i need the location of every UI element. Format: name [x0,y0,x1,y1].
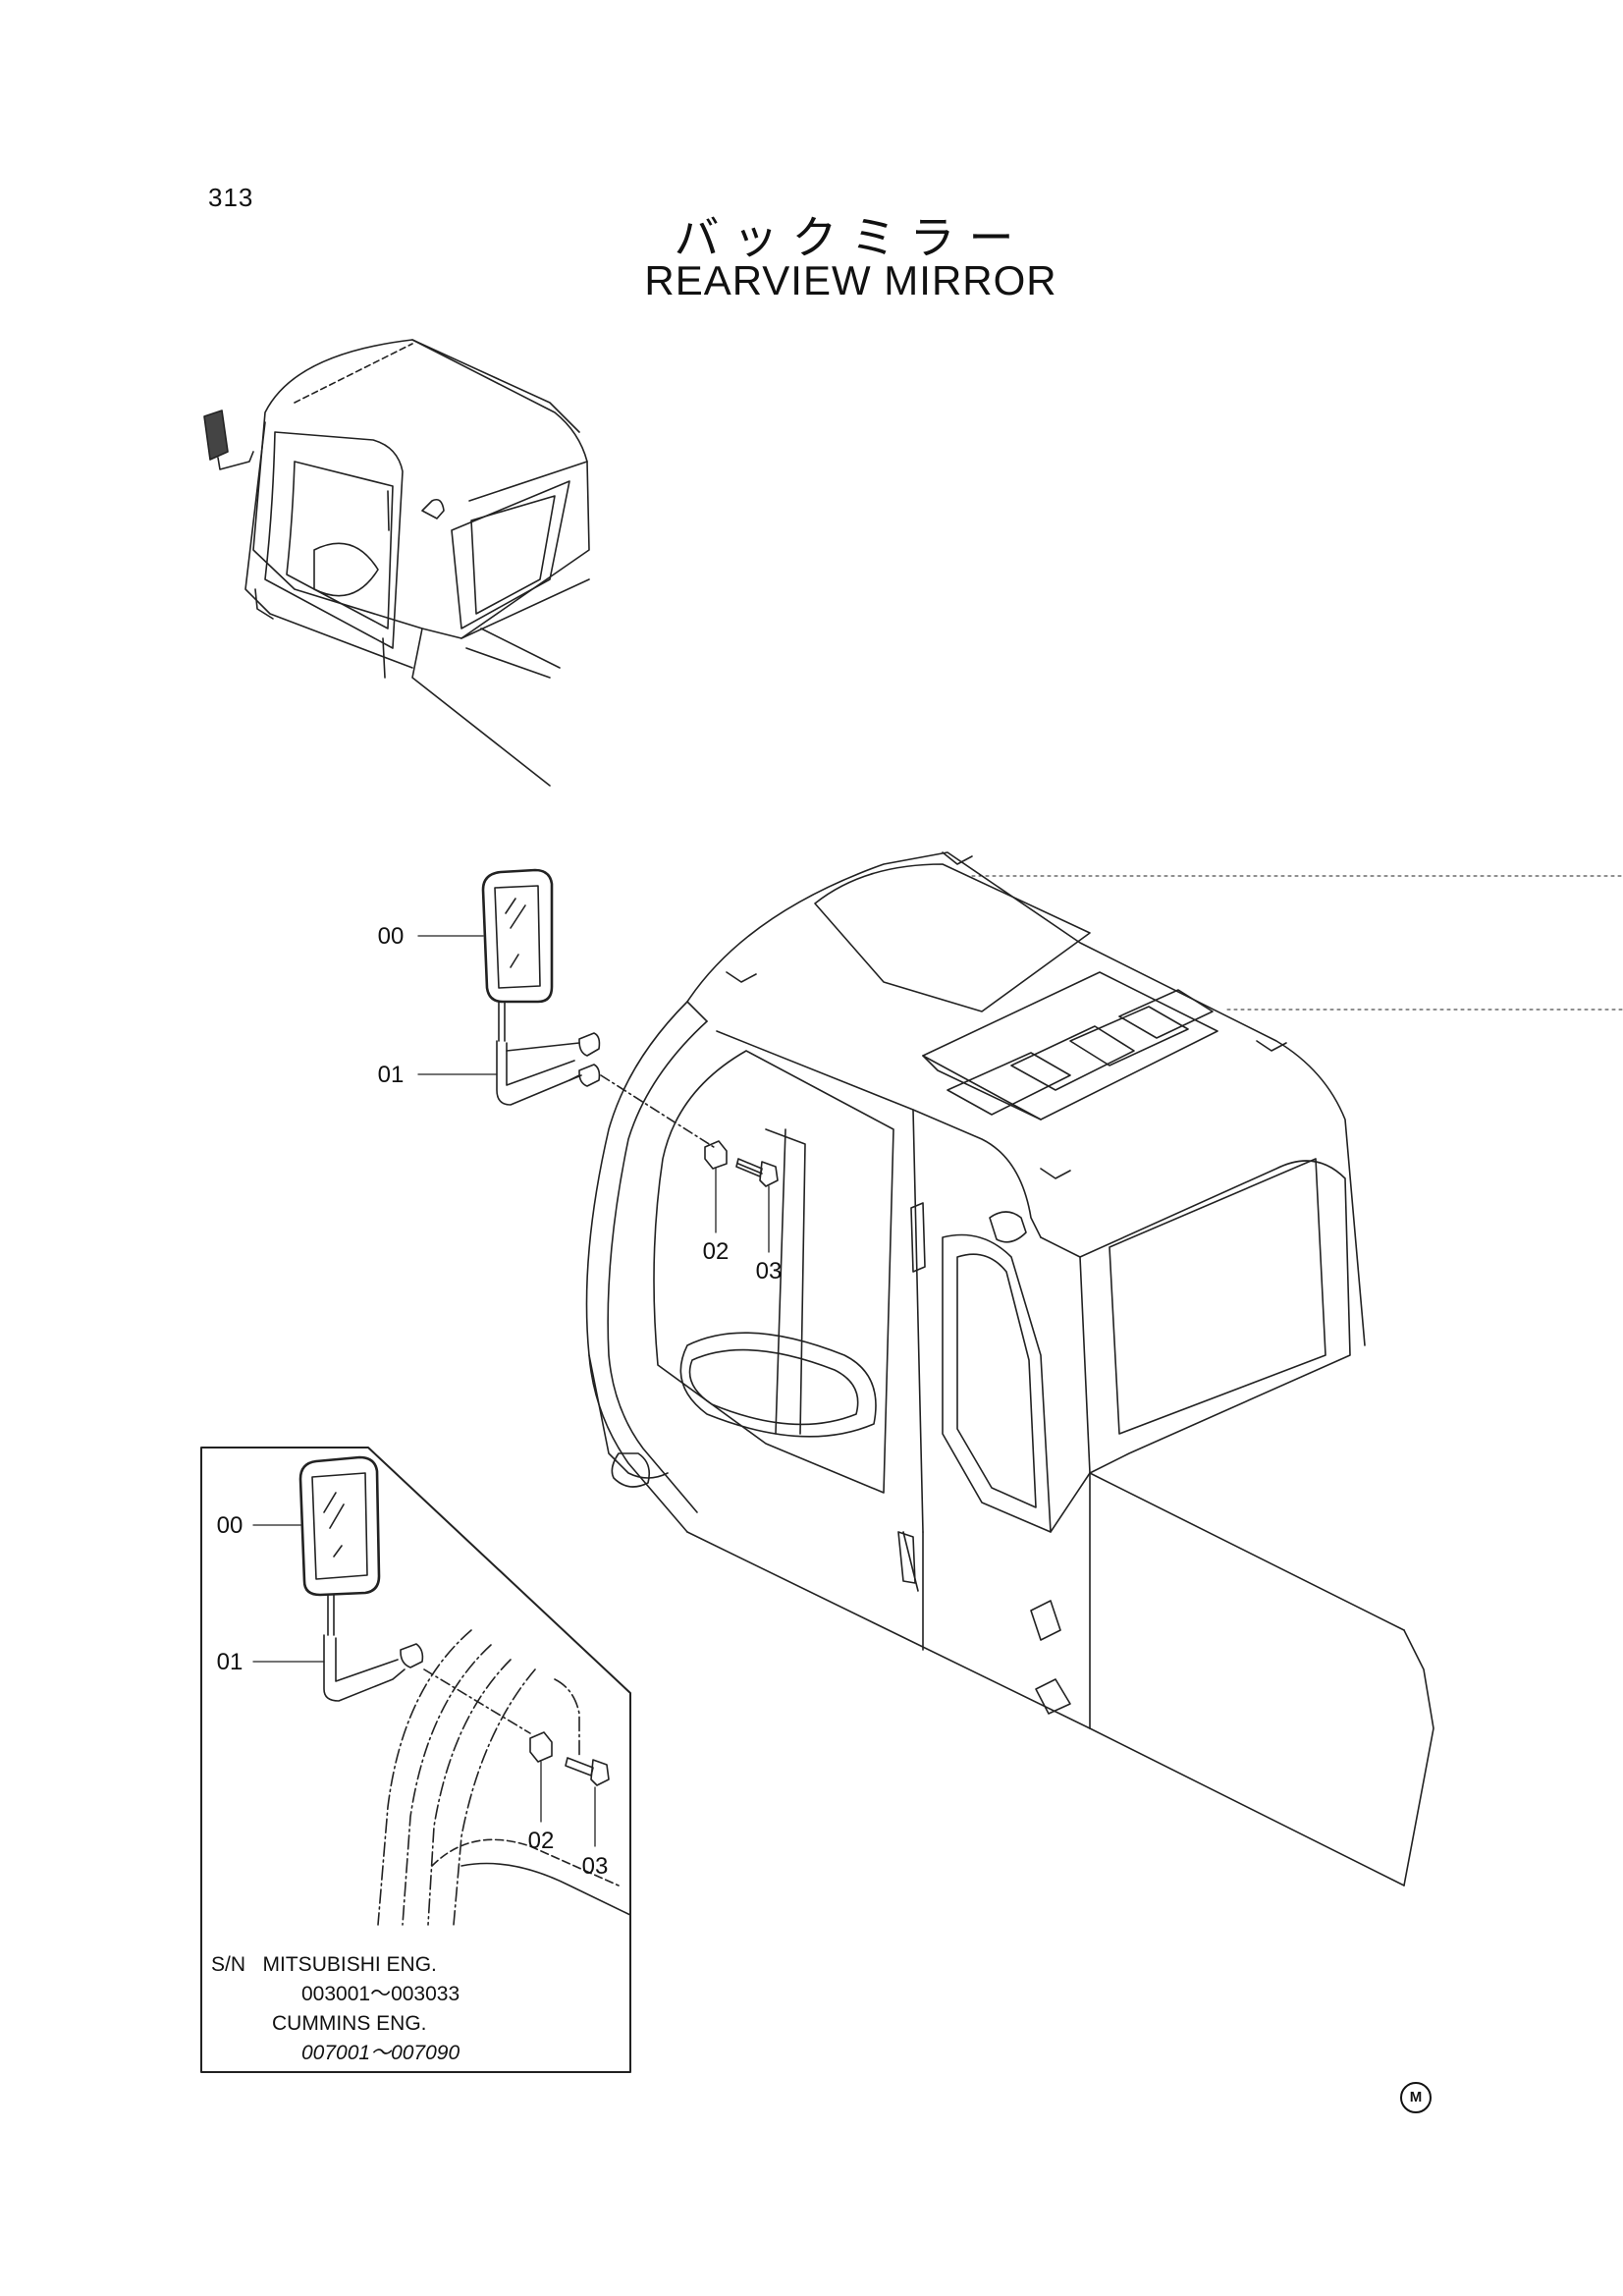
inset-box [200,1447,631,2073]
sn-range-1: 003001～003033 [301,1983,460,2005]
callout-03: 03 [756,1258,783,1285]
inset-callout-03: 03 [582,1853,609,1880]
title-english: REARVIEW MIRROR [644,257,1057,303]
callout-01: 01 [378,1062,405,1088]
sn-engine-1: MITSUBISHI ENG. [262,1953,437,1976]
inset-callout-00: 00 [217,1512,243,1539]
main-mirror-assembly [417,868,779,1253]
inset-callout-01: 01 [217,1649,243,1675]
inset-callout-02: 02 [528,1828,555,1854]
m-mark-icon: M [1400,2082,1432,2113]
overview-cab [203,339,590,787]
sn-engine-2: CUMMINS ENG. [272,2012,427,2035]
main-cab [585,851,1623,1886]
sn-prefix: S/N [211,1953,246,1976]
title-japanese: バックミラー [674,212,1028,263]
callout-02: 02 [703,1238,730,1265]
callout-00: 00 [378,923,405,950]
page-number: 313 [208,183,254,212]
serial-number-note: S/N MITSUBISHI ENG. 003001～003033 CUMMIN… [211,1950,460,2068]
sn-range-2: 007001～007090 [301,2042,460,2064]
